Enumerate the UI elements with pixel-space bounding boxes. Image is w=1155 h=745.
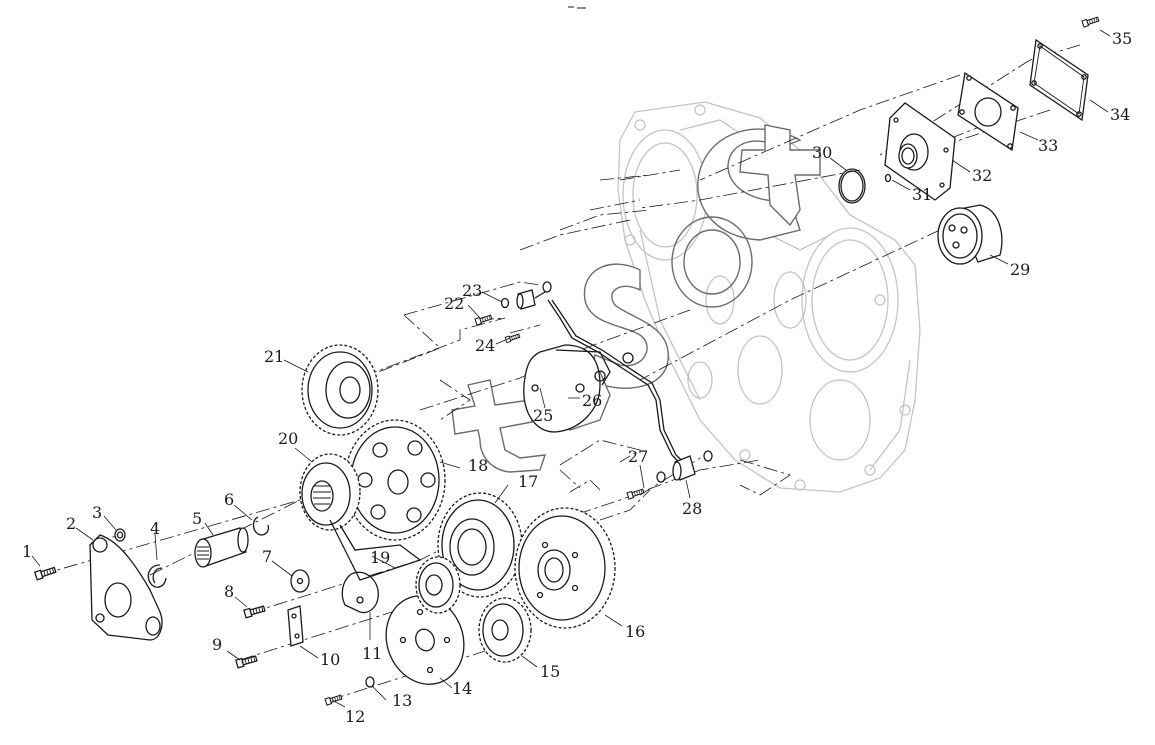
timing-gear-housing [617,101,921,493]
washer-near-27 [656,471,666,483]
part-3-nut [114,528,126,542]
part-label-35: 35 [1112,29,1132,48]
part-34-cover [1029,38,1089,122]
part-label-17: 17 [518,472,538,491]
part-33-gasket [957,71,1019,152]
part-9-bolt [235,653,258,669]
oil-line-assembly [523,299,691,471]
part-label-23: 23 [462,281,482,300]
part-label-7: 7 [262,547,272,566]
part-label-19: 19 [370,548,390,567]
part-label-33: 33 [1038,136,1058,155]
part-35-bolt [1081,15,1100,28]
part-1-bolt [34,565,57,581]
part-5-shaft [194,527,249,568]
part-20-gear [299,453,361,531]
part-29-pulley [937,204,1003,265]
part-label-8: 8 [224,582,234,601]
upper-fitting [516,281,552,310]
part-17-gear [437,492,523,598]
part-7-washer [290,569,310,593]
part-label-25: 25 [533,406,553,425]
top-mark [568,6,586,9]
leader-lines [31,29,1111,708]
part-4-snap-ring [147,564,167,588]
part-label-27: 27 [628,447,648,466]
part-label-15: 15 [540,662,560,681]
part-27-bolt [626,487,645,500]
part-6-retaining-ring [252,516,270,536]
part-14-thrust-plate [385,595,465,685]
part-label-9: 9 [212,635,222,654]
part-label-31: 31 [912,185,932,204]
part-21-gear [301,344,379,436]
part-label-11: 11 [362,644,382,663]
part-label-22: 22 [444,294,464,313]
part-30-o-ring [838,168,866,204]
part-label-21: 21 [264,347,284,366]
part-label-29: 29 [1010,260,1030,279]
part-label-1: 1 [22,542,32,561]
part-19-gear [329,519,461,614]
part-11-thrust-plate [341,571,379,614]
part-label-30: 30 [812,143,832,162]
part-18-gear [344,419,446,541]
part-label-13: 13 [392,691,412,710]
part-label-5: 5 [192,509,202,528]
part-2-bracket [89,534,163,641]
part-label-4: 4 [150,519,160,538]
part-23-washer [500,297,510,309]
part-16-gear [514,507,616,629]
part-31-o-ring [884,173,892,183]
part-label-18: 18 [468,456,488,475]
part-label-10: 10 [320,650,340,669]
part-number-labels: 1 2 3 4 5 6 7 8 9 10 11 12 13 14 15 16 1… [22,29,1132,726]
part-10-lock-plate [287,605,304,647]
part-label-3: 3 [92,503,102,522]
part-label-28: 28 [682,499,702,518]
part-label-24: 24 [475,336,495,355]
part-label-14: 14 [452,679,472,698]
part-label-20: 20 [278,429,298,448]
part-label-16: 16 [625,622,645,641]
part-label-2: 2 [66,514,76,533]
part-24-bolt [504,332,521,344]
assembly-lines [39,44,1081,701]
part-label-12: 12 [345,707,365,726]
part-15-gear [478,597,532,663]
part-label-34: 34 [1110,105,1130,124]
part-32-housing [884,102,956,201]
part-label-26: 26 [582,391,602,410]
part-12-bolt [324,693,343,706]
part-13-washer [365,676,375,688]
part-28-fitting [672,450,713,481]
part-label-32: 32 [972,166,992,185]
part-label-6: 6 [224,490,234,509]
